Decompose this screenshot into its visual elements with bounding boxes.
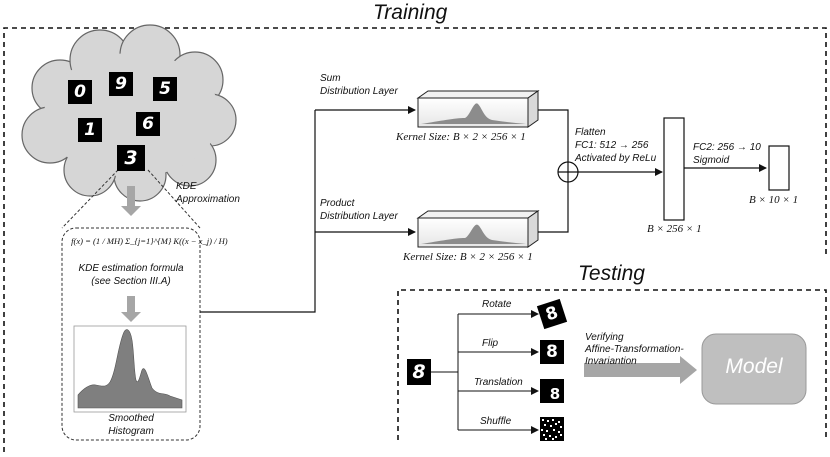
flatten-label: Flatten bbox=[575, 127, 606, 138]
training-border bbox=[3, 27, 827, 452]
translated-digit-thumbnail: 8 bbox=[540, 379, 564, 403]
shuffle-thumbnail bbox=[540, 417, 564, 441]
formula-caption-line2: (see Section III.A) bbox=[91, 276, 171, 287]
kde-label-line1: KDE bbox=[176, 181, 197, 192]
cloud-digit-9: 9 bbox=[109, 72, 133, 96]
connector-main bbox=[200, 110, 316, 313]
formula-caption-line1: KDE estimation formula bbox=[78, 263, 184, 274]
testing-border bbox=[397, 289, 827, 440]
fc2-activation-label: Sigmoid bbox=[693, 155, 730, 166]
kde-formula: f(x) = (1 / MH) Σ_{j=1}^{M} K((x − x_j) … bbox=[71, 236, 228, 246]
verify-label-line2: Affine-Transformation- bbox=[585, 344, 684, 355]
fc2-size-label: B × 10 × 1 bbox=[749, 194, 799, 206]
transform-rotate-label: Rotate bbox=[482, 299, 512, 310]
cloud-digit-5: 5 bbox=[153, 77, 177, 101]
fc1-label: FC1: 512 → 256 bbox=[575, 140, 649, 151]
histogram-curve bbox=[77, 329, 183, 409]
cloud-shape bbox=[21, 24, 237, 202]
down-arrow-2 bbox=[121, 296, 141, 322]
testing-title: Testing bbox=[578, 262, 645, 285]
cloud-digit-0: 0 bbox=[68, 80, 92, 104]
histogram-label-line2: Histogram bbox=[108, 426, 154, 437]
concat-node bbox=[557, 161, 579, 183]
verify-label-line1: Verifying bbox=[585, 332, 624, 343]
cloud-digit-1: 1 bbox=[78, 118, 102, 142]
product-layer-label-line2: Distribution Layer bbox=[320, 211, 398, 222]
sum-layer-box bbox=[416, 90, 540, 128]
product-layer-box bbox=[416, 210, 540, 248]
fc1-block bbox=[663, 117, 685, 221]
fc1-activation-label: Activated by ReLu bbox=[575, 153, 657, 164]
transform-translation-label: Translation bbox=[474, 377, 523, 388]
kde-label-line2: Approximation bbox=[176, 194, 240, 205]
product-kernel-size: Kernel Size: B × 2 × 256 × 1 bbox=[403, 251, 533, 263]
cloud-digit-6: 6 bbox=[136, 112, 160, 136]
fc2-label: FC2: 256 → 10 bbox=[693, 142, 761, 153]
model-box bbox=[701, 333, 807, 405]
fc2-block bbox=[768, 145, 790, 191]
verify-arrow bbox=[584, 356, 697, 384]
flipped-digit-thumbnail: 8 bbox=[540, 340, 564, 364]
histogram-label-line1: Smoothed bbox=[108, 413, 154, 424]
transform-flip-label: Flip bbox=[482, 338, 499, 349]
fc1-size-label: B × 256 × 1 bbox=[647, 223, 702, 235]
verify-label-line3: Invariantion bbox=[585, 356, 637, 367]
transform-shuffle-label: Shuffle bbox=[480, 416, 512, 427]
sum-kernel-size: Kernel Size: B × 2 × 256 × 1 bbox=[396, 131, 526, 143]
model-label: Model bbox=[725, 355, 783, 378]
sum-layer-label-line1: Sum bbox=[320, 73, 341, 84]
training-title: Training bbox=[373, 1, 448, 24]
down-arrow-1 bbox=[121, 186, 141, 216]
formula-box bbox=[61, 227, 201, 441]
sum-layer-label-line2: Distribution Layer bbox=[320, 86, 398, 97]
cloud-digit-3: 3 bbox=[117, 145, 145, 171]
product-layer-label-line1: Product bbox=[320, 198, 355, 209]
test-input-digit: 8 bbox=[407, 359, 431, 385]
